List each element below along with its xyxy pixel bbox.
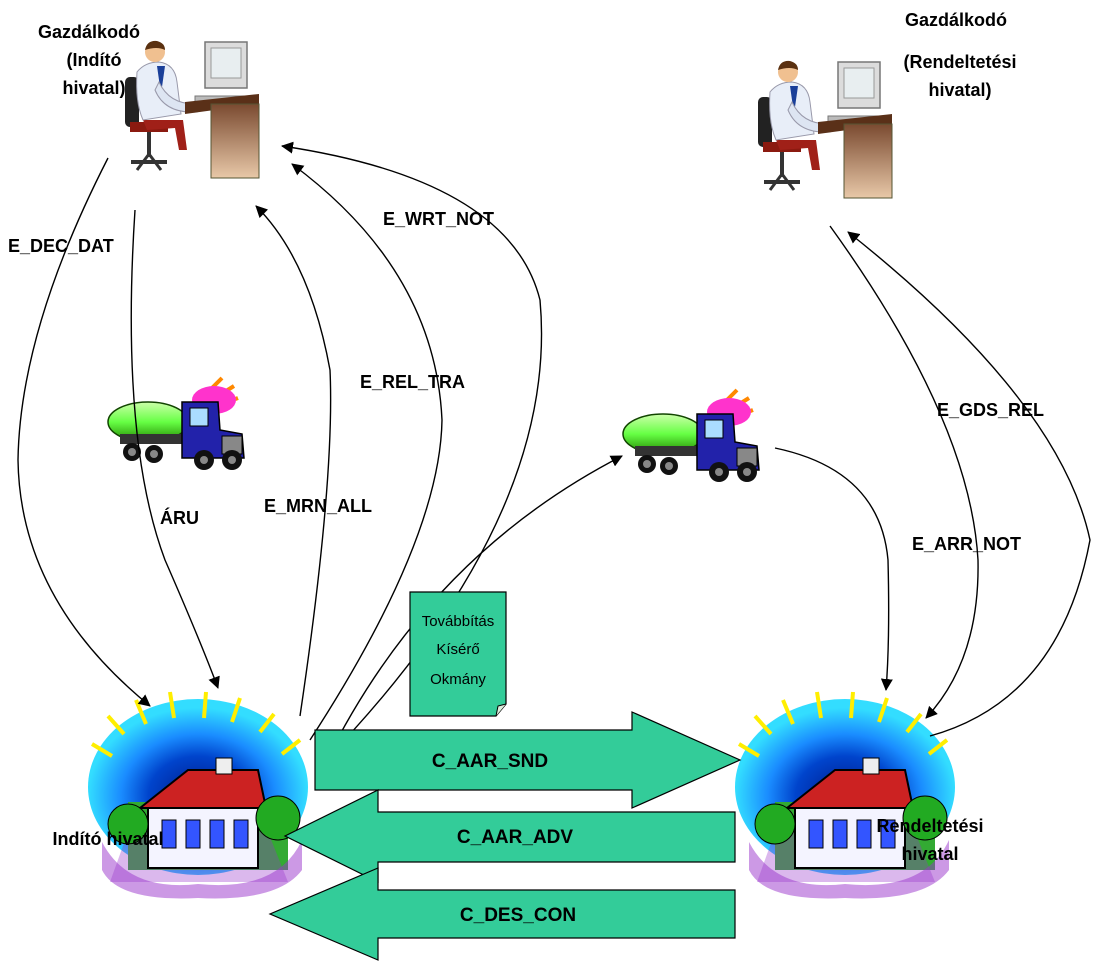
e-rel-tra-arrow	[291, 163, 443, 741]
c-aar-adv-label: C_AAR_ADV	[457, 827, 573, 848]
aru-arrow	[130, 209, 220, 689]
tanker-truck-icon	[621, 388, 761, 484]
e-wrt-not-label: E_WRT_NOT	[383, 209, 494, 229]
origin-office-label: Indító hivatal	[52, 829, 163, 849]
origin-customs-office-icon	[86, 690, 310, 901]
e-dec-dat-label: E_DEC_DAT	[8, 236, 114, 256]
origin-trader-label-line3: hivatal)	[62, 78, 125, 98]
destination-office-label-line2: hivatal	[901, 844, 958, 864]
e-mrn-all-arrow	[255, 205, 332, 717]
c-aar-snd-block-arrow	[314, 711, 742, 809]
c-aar-snd-label: C_AAR_SND	[432, 751, 548, 772]
e-arr-not-arrow	[774, 447, 893, 691]
destination-trader-person-at-computer-icon	[756, 58, 894, 201]
origin-trader-label-line1: Gazdálkodó	[38, 22, 140, 42]
e-rel-tra-label: E_REL_TRA	[360, 372, 465, 392]
e-dec-dat-arrow	[17, 157, 151, 707]
document-label-line3: Okmány	[430, 671, 486, 688]
destination-trader-label-line3: hivatal)	[928, 80, 991, 100]
origin-trader-label-line2: (Indító	[67, 50, 122, 70]
tanker-truck-icon	[106, 376, 246, 472]
aru-label: ÁRU	[160, 507, 199, 528]
destination-trader-label-line1: Gazdálkodó	[905, 10, 1007, 30]
truck-dispatch-arrow	[317, 455, 623, 779]
destination-office-label-line1: Rendeltetési	[876, 816, 983, 836]
destination-trader-label-line2: (Rendeltetési	[903, 52, 1016, 72]
document-label-line2: Kísérő	[436, 641, 479, 658]
origin-trader-person-at-computer-icon	[123, 38, 261, 181]
e-gds-rel-label: E_GDS_REL	[937, 400, 1044, 420]
document-label-line1: Továbbítás	[422, 613, 495, 630]
e-mrn-all-label: E_MRN_ALL	[264, 496, 372, 516]
e-arr-not-label: E_ARR_NOT	[912, 534, 1021, 554]
destination-customs-office-icon	[733, 690, 957, 901]
c-des-con-label: C_DES_CON	[460, 905, 576, 926]
destination-inbound-arrow	[847, 231, 1091, 737]
e-gds-rel-arrow	[829, 225, 979, 719]
c-aar-adv-block-arrow	[283, 789, 736, 883]
c-des-con-block-arrow	[268, 867, 736, 961]
